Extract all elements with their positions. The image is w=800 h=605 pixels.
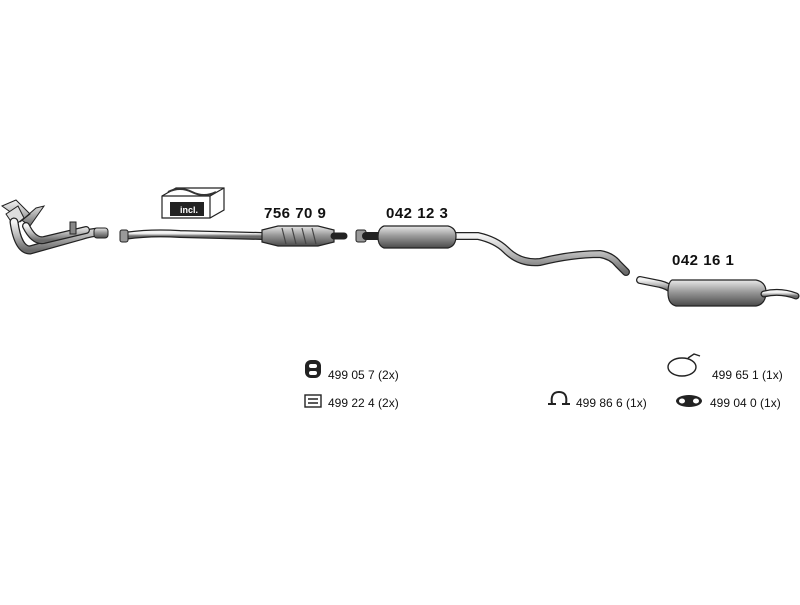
accessory-code-499-05-7: 499 05 7 (2x) bbox=[328, 368, 399, 382]
front-downpipe bbox=[0, 199, 109, 255]
incl-kit-box bbox=[161, 187, 225, 219]
accessory-code-499-04-0: 499 04 0 (1x) bbox=[710, 396, 781, 410]
exhaust-hanger-bracket-icon bbox=[667, 353, 701, 377]
part-number-756-70-9: 756 70 9 bbox=[264, 205, 327, 222]
accessory-code-499-22-4: 499 22 4 (2x) bbox=[328, 396, 399, 410]
incl-label: incl. bbox=[180, 205, 199, 215]
part-number-042-16-1: 042 16 1 bbox=[672, 252, 735, 269]
accessory-code-499-65-1: 499 65 1 (1x) bbox=[712, 368, 783, 382]
flange-gasket-icon bbox=[676, 395, 702, 407]
mounting-strip-icon bbox=[304, 394, 322, 408]
part-756-70-9 bbox=[119, 225, 348, 247]
part-number-042-12-3: 042 12 3 bbox=[386, 205, 449, 222]
accessory-code-499-86-6: 499 86 6 (1x) bbox=[576, 396, 647, 410]
part-042-16-1 bbox=[636, 276, 800, 307]
part-042-12-3 bbox=[355, 225, 630, 276]
rubber-hanger-ring-icon bbox=[305, 360, 321, 378]
pipe-clamp-icon bbox=[548, 390, 570, 405]
